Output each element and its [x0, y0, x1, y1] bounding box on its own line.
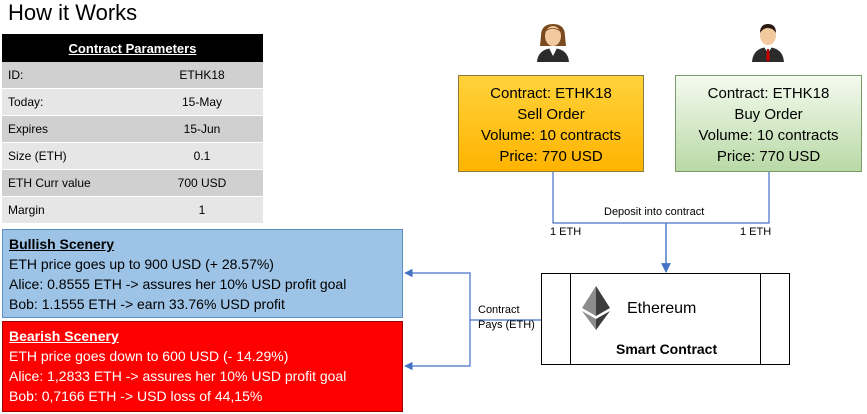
param-key: Expires [2, 115, 141, 143]
param-key: ID: [2, 62, 141, 89]
pays-arrow-bearish [404, 320, 471, 371]
smart-contract-label: Smart Contract [616, 341, 718, 357]
param-value: 15-May [141, 88, 263, 116]
bullish-line: Bob: 1.1555 ETH -> earn 33.76% USD profi… [9, 296, 285, 312]
table-row: Today: 15-May [2, 88, 263, 116]
table-row: Expires 15-Jun [2, 115, 263, 143]
table-row: Margin 1 [2, 196, 263, 224]
pays-label-line2: Pays (ETH) [478, 319, 535, 331]
bearish-title: Bearish Scenery [9, 328, 119, 344]
ethereum-logo-icon [582, 286, 610, 330]
bearish-scenario-box: Bearish Scenery ETH price goes down to 6… [2, 321, 403, 412]
param-value: 0.1 [141, 142, 263, 170]
buy-order-line: Buy Order [734, 106, 803, 123]
left-deposit-amount: 1 ETH [550, 226, 582, 238]
bullish-line: Alice: 0.8555 ETH -> assures her 10% USD… [9, 276, 347, 292]
param-value: ETHK18 [141, 62, 263, 89]
buy-order-line: Price: 770 USD [716, 148, 821, 165]
bullish-scenario-box: Bullish Scenery ETH price goes up to 900… [2, 229, 403, 318]
contract-parameters-table: Contract Parameters ID: ETHK18 Today: 15… [2, 34, 263, 224]
param-key: Margin [2, 196, 141, 224]
smart-contract-divider-left [570, 274, 571, 364]
bearish-line: Alice: 1,2833 ETH -> assures her 10% USD… [9, 368, 347, 384]
businessman-icon [752, 24, 784, 62]
sell-order-line: Price: 770 USD [499, 148, 603, 165]
deposit-line [552, 172, 770, 224]
businesswoman-icon [537, 24, 569, 62]
param-key: Size (ETH) [2, 142, 141, 170]
sell-order-line: Volume: 10 contracts [480, 127, 622, 144]
param-value: 15-Jun [141, 115, 263, 143]
param-key: ETH Curr value [2, 169, 141, 197]
bullish-line: ETH price goes up to 900 USD (+ 28.57%) [9, 256, 274, 272]
buy-order-box: Contract: ETHK18 Buy Order Volume: 10 co… [675, 75, 862, 172]
page-title: How it Works [8, 0, 138, 25]
smart-contract-name: Ethereum [627, 300, 697, 317]
bearish-line: Bob: 0,7166 ETH -> USD loss of 44,15% [9, 388, 263, 404]
param-value: 1 [141, 196, 263, 224]
table-header: Contract Parameters [2, 34, 263, 62]
sell-order-box: Contract: ETHK18 Sell Order Volume: 10 c… [458, 75, 644, 172]
table-row: ETH Curr value 700 USD [2, 169, 263, 197]
buy-order-line: Volume: 10 contracts [698, 127, 839, 144]
sell-order-line: Sell Order [517, 106, 585, 123]
sell-order-line: Contract: ETHK18 [490, 85, 612, 102]
pays-arrow-bullish [404, 268, 541, 321]
table-row: ID: ETHK18 [2, 62, 263, 89]
bearish-line: ETH price goes down to 600 USD (- 14.29%… [9, 348, 289, 364]
param-key: Today: [2, 88, 141, 116]
pays-label-line1: Contract [478, 304, 520, 316]
bullish-title: Bullish Scenery [9, 236, 115, 252]
deposit-label: Deposit into contract [604, 206, 705, 218]
right-deposit-amount: 1 ETH [740, 226, 772, 238]
table-row: Size (ETH) 0.1 [2, 142, 263, 170]
param-value: 700 USD [141, 169, 263, 197]
smart-contract-box: Ethereum Smart Contract [541, 273, 790, 365]
smart-contract-divider-right [760, 274, 761, 364]
buy-order-line: Contract: ETHK18 [707, 85, 830, 102]
